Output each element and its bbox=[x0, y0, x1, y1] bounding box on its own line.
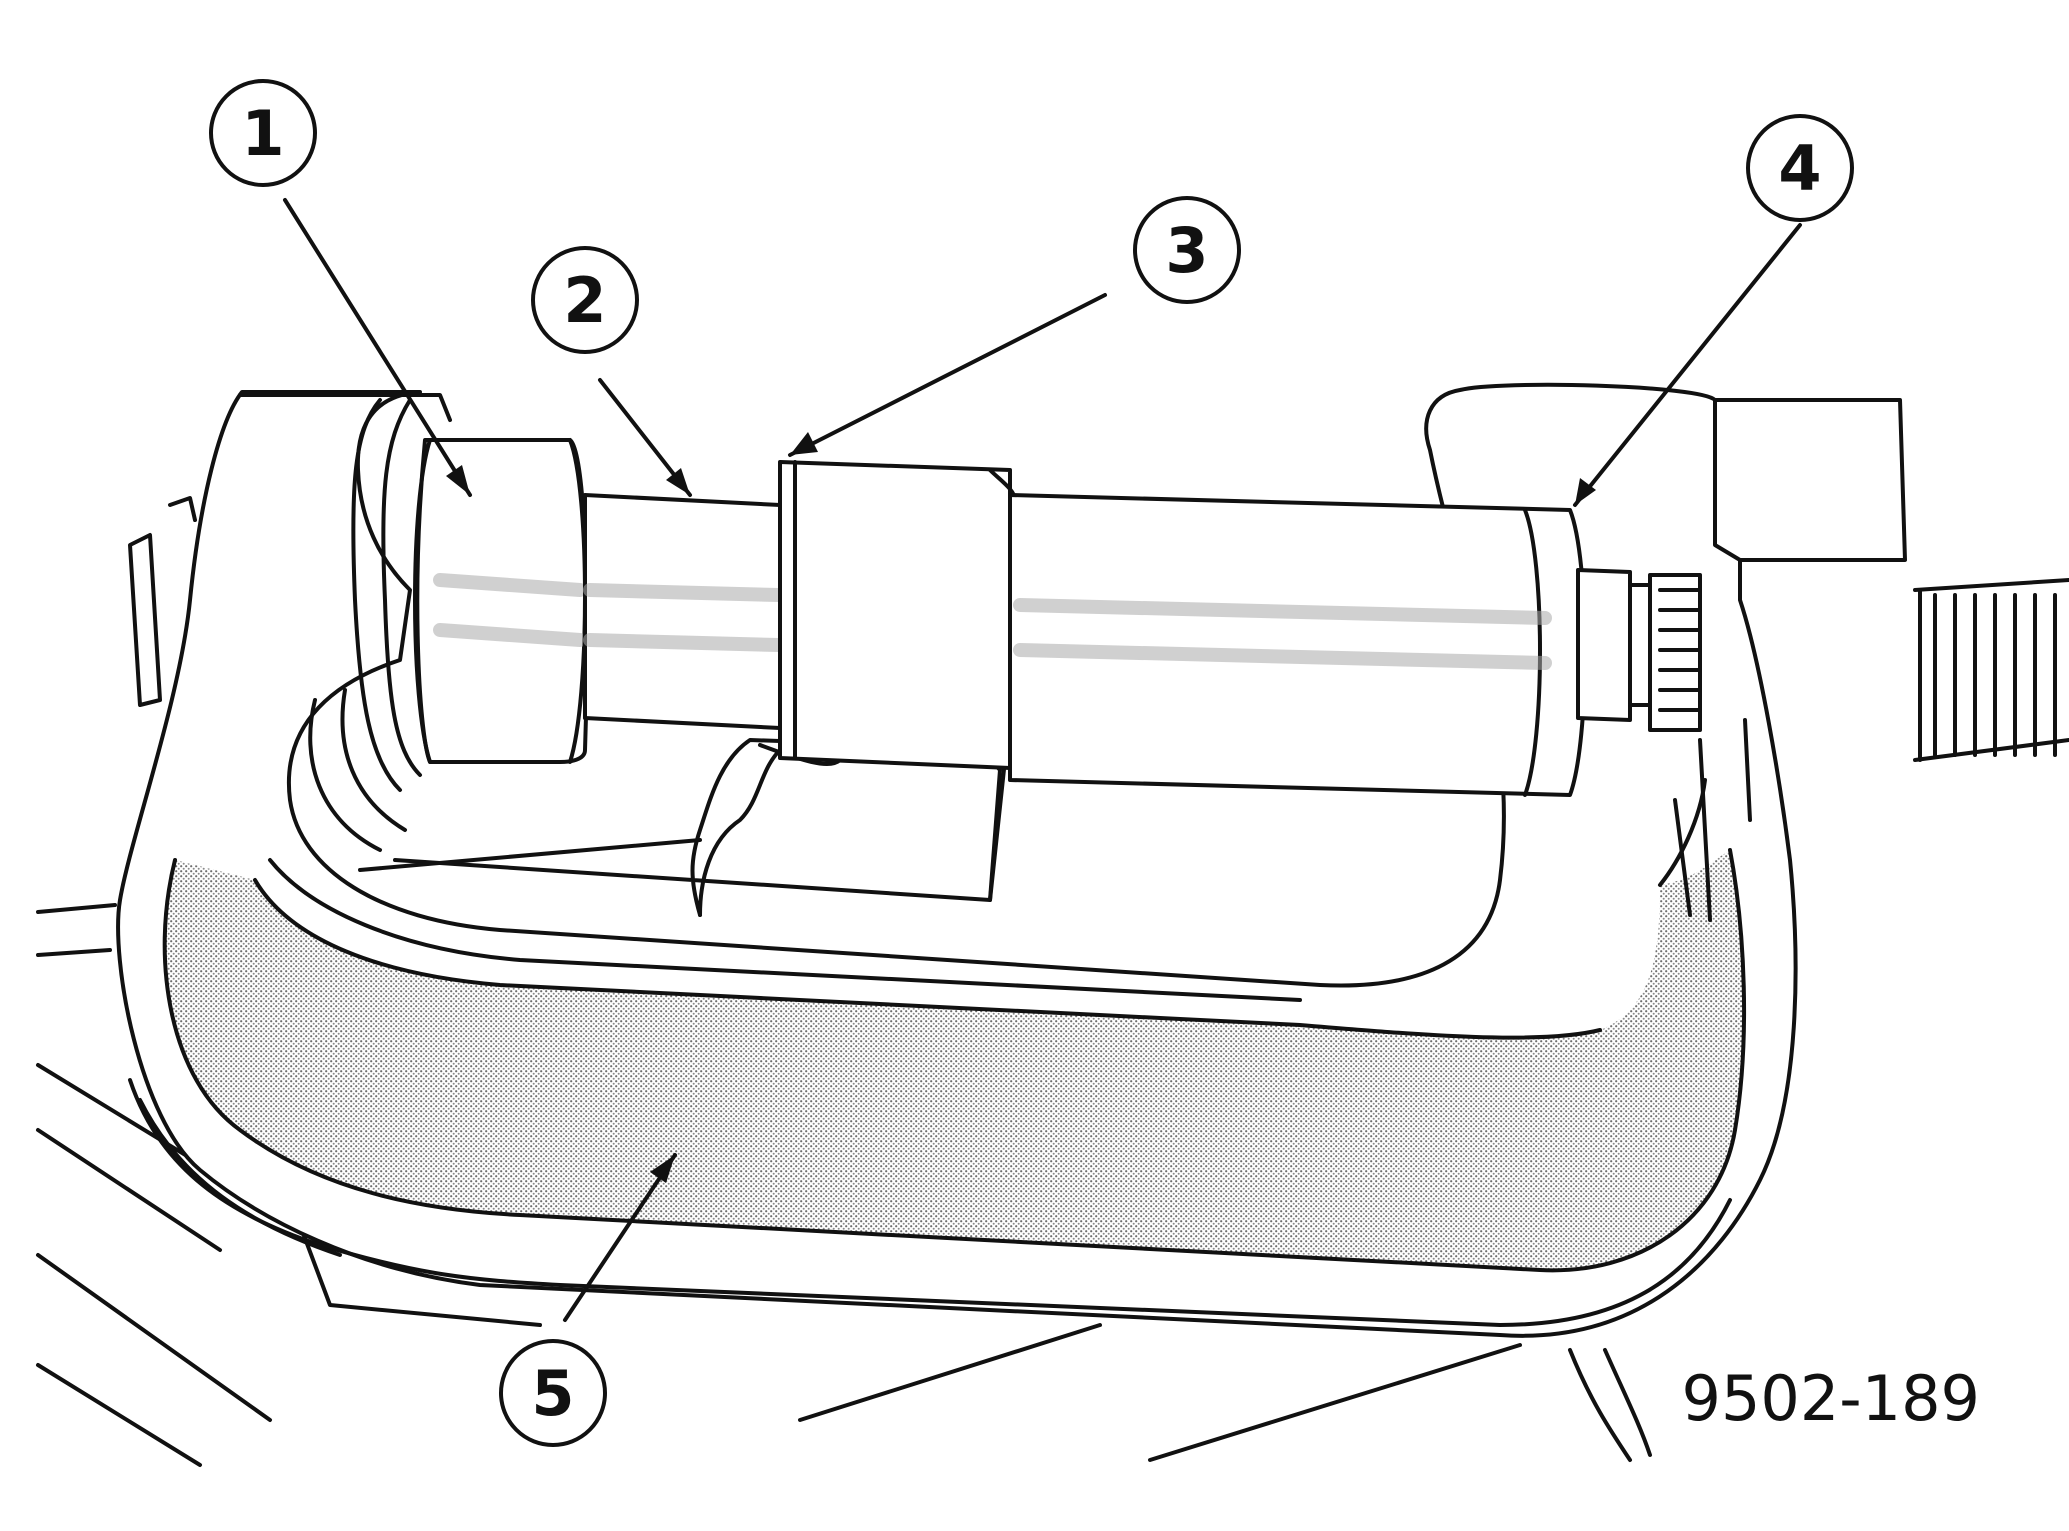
callout-label-1: 1 bbox=[241, 97, 284, 170]
left-jaw bbox=[128, 393, 452, 792]
callout-circle-5 bbox=[499, 1339, 607, 1447]
lower-bushing bbox=[358, 738, 1007, 917]
arrowhead-2 bbox=[666, 468, 690, 495]
leader-5 bbox=[563, 1153, 677, 1322]
figure-code: 9502-189 bbox=[1682, 1362, 1981, 1435]
callout-circle-3 bbox=[1133, 196, 1241, 304]
leader-lines bbox=[283, 198, 1802, 1322]
callout-circle-4 bbox=[1746, 114, 1854, 222]
press-tube bbox=[1008, 493, 1587, 797]
callout-circle-1 bbox=[209, 79, 317, 187]
callout-label-2: 2 bbox=[563, 264, 606, 337]
bushing-sleeve bbox=[778, 460, 1017, 770]
arrowheads bbox=[446, 432, 1596, 1183]
receiver-cup bbox=[413, 438, 589, 764]
arrowhead-1 bbox=[446, 465, 470, 495]
callout-circles bbox=[209, 79, 1854, 1447]
leader-1 bbox=[283, 198, 472, 497]
callout-circle-2 bbox=[531, 246, 639, 354]
leader-4 bbox=[1573, 223, 1802, 507]
arrowhead-4 bbox=[1575, 478, 1596, 505]
leader-3 bbox=[788, 293, 1107, 457]
arrowhead-5 bbox=[650, 1155, 675, 1183]
callout-label-3: 3 bbox=[1165, 214, 1208, 287]
arrowhead-3 bbox=[790, 432, 818, 455]
forcing-screw bbox=[1576, 398, 2069, 762]
callout-label-4: 4 bbox=[1778, 132, 1821, 205]
press-shaft bbox=[583, 493, 785, 730]
press-frame bbox=[116, 382, 1798, 1338]
callout-label-5: 5 bbox=[531, 1357, 574, 1430]
